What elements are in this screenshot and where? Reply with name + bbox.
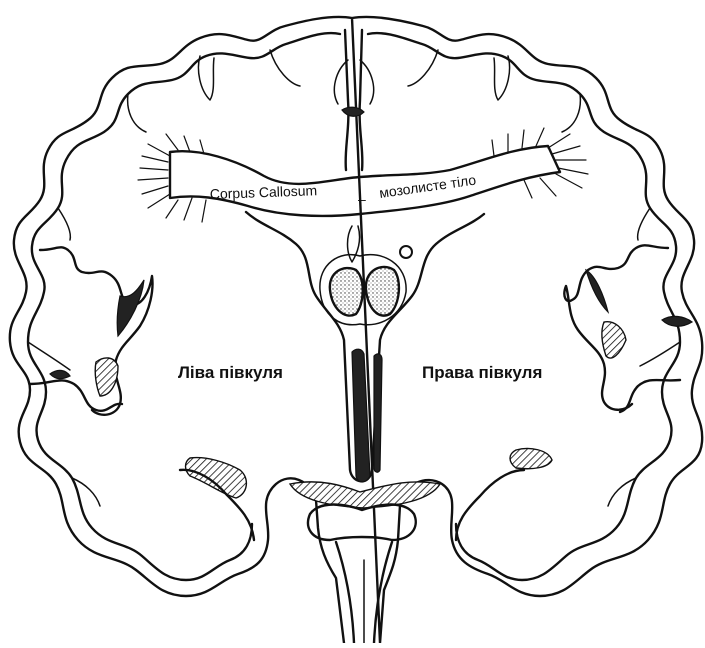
thalamus-left <box>330 268 363 316</box>
sulcus-right-3 <box>638 208 650 240</box>
sulcus-left-6 <box>270 50 300 86</box>
thalamus-right <box>366 267 399 316</box>
label-right-hemisphere: Права півкуля <box>422 363 542 382</box>
sulcus-left-3 <box>58 208 70 240</box>
label-corpus-callosum-sep: – <box>358 191 366 207</box>
sulcus-right-6 <box>408 50 438 86</box>
septum-outline <box>348 226 360 262</box>
third-ventricle-right <box>374 354 382 472</box>
sulcus-left-2 <box>128 94 146 132</box>
temporal-lobe-right <box>456 470 524 540</box>
left-insula-hatch <box>95 358 118 396</box>
sulcus-left-1 <box>198 56 214 100</box>
inner-cortex-outline-left <box>28 33 340 580</box>
sulcus-left-4 <box>28 342 70 370</box>
ventral-hatch-center <box>290 482 440 508</box>
callosal-fibers-right <box>492 128 588 198</box>
right-sulcus-shade <box>586 270 608 312</box>
longitudinal-fissure-right <box>360 30 363 170</box>
label-corpus-callosum-en: Corpus Callosum <box>210 182 318 202</box>
ventral-hatch-left <box>186 458 247 498</box>
sulcus-right-1 <box>494 56 510 100</box>
right-insula-hatch <box>602 322 626 358</box>
label-left-hemisphere: Ліва півкуля <box>178 363 283 382</box>
sulcus-left-5 <box>72 478 100 506</box>
left-insula-sulcus <box>40 247 153 414</box>
left-lower-dark <box>50 370 70 378</box>
right-lower-dark <box>662 316 692 326</box>
longitudinal-fissure <box>345 30 348 170</box>
sulcus-right-5 <box>608 478 636 506</box>
small-nucleus <box>400 246 412 258</box>
sulcus-right-2 <box>562 94 580 132</box>
ventral-hatch-right <box>510 448 552 468</box>
callosal-fibers-left <box>138 134 206 222</box>
